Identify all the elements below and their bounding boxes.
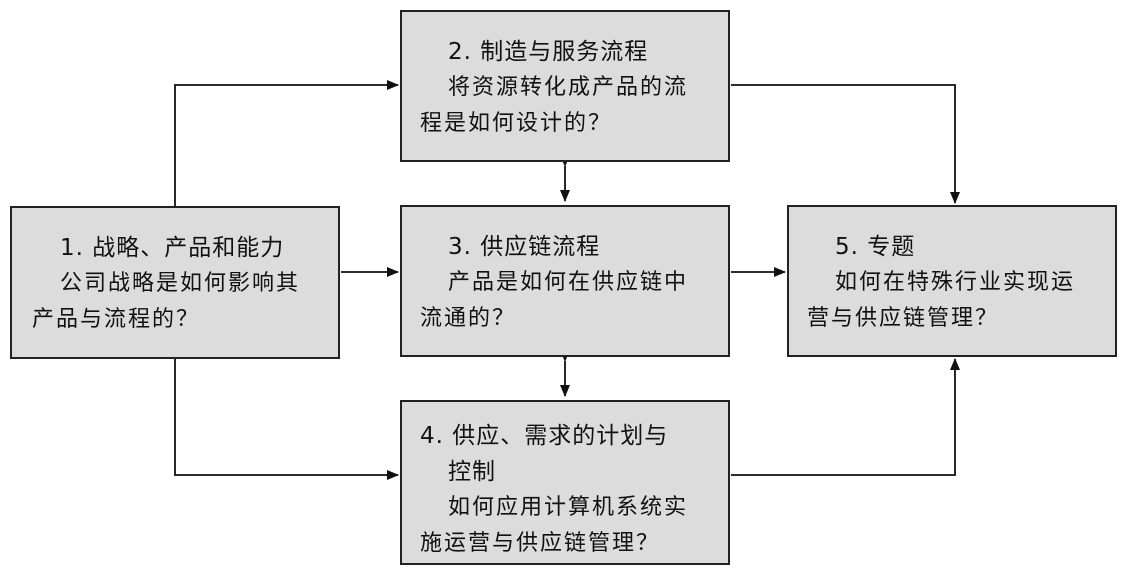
box-4-body: 如何应用计算机系统实施运营与供应链管理？ [420,495,689,556]
box-supply-chain-process: 3. 供应链流程 产品是如何在供应链中流通的？ [400,205,730,357]
box-1-body: 公司战略是如何影响其产品与流程的？ [32,271,301,332]
box-3-body: 产品是如何在供应链中流通的？ [420,270,689,331]
box-5-body: 如何在特殊行业实现运营与供应链管理？ [807,270,1076,331]
box-4-title-line-1: 4. 供应、需求的计划与 [420,423,669,449]
box-5-title: 5. 专题 [835,234,916,260]
arrow-4-to-5 [731,358,960,476]
arrow-1-to-4 [174,359,399,480]
box-special-topics: 5. 专题 如何在特殊行业实现运营与供应链管理？ [787,205,1117,357]
box-strategy-products-capabilities: 1. 战略、产品和能力 公司战略是如何影响其产品与流程的？ [10,206,340,359]
box-1-title: 1. 战略、产品和能力 [60,235,285,261]
box-3-title: 3. 供应链流程 [448,234,601,260]
box-2-title: 2. 制造与服务流程 [448,39,649,65]
box-4-title-line-2: 控制 [448,459,496,485]
arrow-1-to-2 [174,80,399,206]
arrow-2-to-5 [731,84,960,204]
box-manufacturing-service-process: 2. 制造与服务流程 将资源转化成产品的流程是如何设计的？ [400,10,730,162]
box-2-body: 将资源转化成产品的流程是如何设计的？ [420,75,689,136]
box-supply-demand-planning-control: 4. 供应、需求的计划与 控制 如何应用计算机系统实施运营与供应链管理？ [400,400,730,565]
